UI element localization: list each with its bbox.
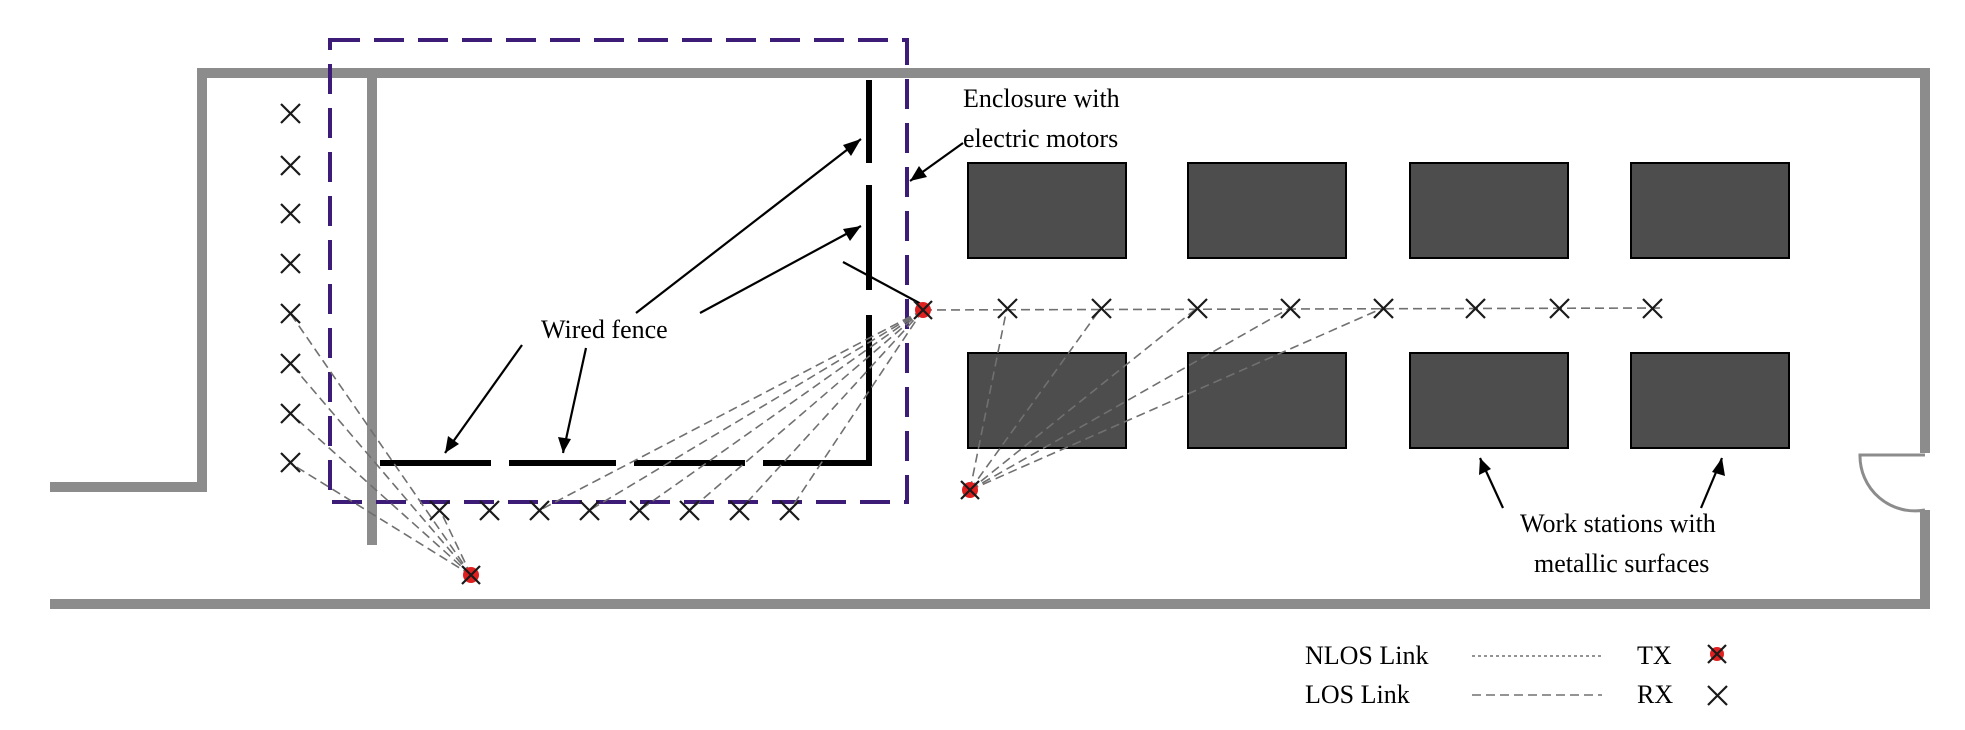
wired-fence-label: Wired fence (541, 315, 668, 344)
outer-wall-top (50, 68, 1930, 492)
legend-tx-label: TX (1637, 641, 1672, 670)
rx-marker (729, 500, 750, 521)
nlos-link (289, 312, 472, 576)
rx-marker (997, 298, 1018, 319)
rx-marker (529, 500, 550, 521)
nlos-link (639, 309, 924, 511)
enclosure-label-line2: electric motors (963, 124, 1118, 153)
rx-marker (1465, 298, 1486, 319)
rx-marker (479, 500, 500, 521)
nlos-link (539, 309, 924, 511)
legend-tx-icon (1707, 644, 1727, 664)
los-link (439, 509, 472, 576)
work-station (1409, 352, 1569, 449)
tx-marker (461, 565, 481, 585)
legend-rx-icon (1707, 685, 1728, 706)
work-station (967, 162, 1127, 259)
rx-marker (1549, 298, 1570, 319)
workstations-label-line2: metallic surfaces (1534, 549, 1709, 578)
legend-los-label: LOS Link (1305, 680, 1410, 709)
transmitters (461, 300, 980, 585)
rx-marker (429, 500, 450, 521)
rx-marker (679, 500, 700, 521)
nlos-link (969, 307, 1384, 491)
tx-marker (960, 480, 980, 500)
nlos-link (289, 362, 472, 576)
wired-fence-arrow (699, 225, 862, 314)
annotation-labels: Enclosure with electric motors Wired fen… (541, 84, 1716, 578)
enclosure-label-line1: Enclosure with (963, 84, 1120, 113)
rx-marker (280, 103, 301, 124)
work-station (1187, 352, 1347, 449)
rx-marker (1280, 298, 1301, 319)
legend: NLOS Link LOS Link TX RX (1305, 641, 1728, 709)
workstations-label-line1: Work stations with (1520, 509, 1716, 538)
nlos-link (969, 307, 1102, 491)
receivers (280, 103, 1663, 521)
rx-marker (579, 500, 600, 521)
tx-marker (913, 300, 933, 320)
radio-links (289, 307, 1661, 576)
wired-fence-arrow (561, 347, 588, 454)
rx-marker (280, 403, 301, 424)
work-station (1630, 162, 1790, 259)
nlos-link (289, 462, 472, 576)
rx-marker (280, 253, 301, 274)
work-station (1409, 162, 1569, 259)
rx-marker (1091, 298, 1112, 319)
work-station (967, 352, 1127, 449)
rx-marker (1373, 298, 1394, 319)
nlos-link (969, 307, 1008, 491)
tx-pointer-line (842, 261, 924, 306)
rx-marker (280, 303, 301, 324)
wired-fence (380, 80, 872, 466)
work-station (1187, 162, 1347, 259)
rx-marker (280, 203, 301, 224)
wired-fence-arrow (444, 344, 523, 454)
work-station (1630, 352, 1790, 449)
motor-enclosure (328, 38, 909, 504)
rx-marker (779, 500, 800, 521)
arrowheads (445, 139, 1725, 476)
annotation-arrows (444, 138, 1725, 509)
building-walls (50, 68, 1930, 609)
rx-marker (629, 500, 650, 521)
nlos-link (289, 412, 472, 576)
rx-marker (1642, 298, 1663, 319)
door (1858, 453, 1926, 513)
legend-nlos-label: NLOS Link (1305, 641, 1429, 670)
nlos-link (969, 307, 1291, 491)
rx-marker (280, 353, 301, 374)
nlos-link (789, 309, 924, 511)
rx-marker (280, 452, 301, 473)
nlos-link (739, 309, 924, 511)
rx-marker (1187, 298, 1208, 319)
rx-marker (280, 155, 301, 176)
wired-fence-arrow (635, 138, 862, 314)
nlos-link (589, 309, 924, 511)
work-stations (967, 162, 1790, 449)
legend-rx-label: RX (1637, 680, 1673, 709)
nlos-link (689, 309, 924, 511)
nlos-link (969, 307, 1198, 491)
outer-wall-bottom (50, 510, 1930, 609)
